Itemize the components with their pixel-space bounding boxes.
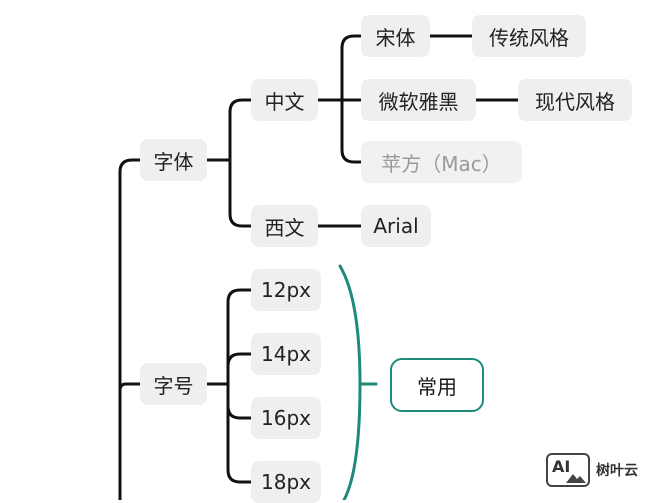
logo-name: 树叶云 [596, 463, 638, 479]
connector-font-western [228, 158, 253, 228]
connector-size-14 [226, 352, 253, 368]
node-size-16[interactable]: 16px [251, 397, 321, 439]
logo-brand: AI [552, 457, 571, 476]
connector-chinese-pingfang [340, 98, 363, 164]
node-songti[interactable]: 宋体 [361, 15, 430, 57]
node-yahei[interactable]: 微软雅黑 [361, 79, 476, 121]
node-modern-style[interactable]: 现代风格 [518, 79, 632, 121]
node-size-18[interactable]: 18px [251, 461, 321, 503]
connector-size-12 [226, 288, 253, 386]
watermark-logo: AI 树叶云 [546, 453, 638, 487]
node-size-12[interactable]: 12px [251, 269, 321, 311]
node-font-size[interactable]: 字号 [140, 363, 207, 405]
node-size-14[interactable]: 14px [251, 333, 321, 375]
connector-root-size [118, 382, 142, 392]
connector-chinese-songti [340, 34, 363, 102]
ai-logo-icon: AI [546, 453, 590, 487]
node-chinese[interactable]: 中文 [251, 79, 318, 121]
connector-root-font [118, 158, 142, 500]
mountain-icon [566, 474, 586, 483]
group-brace [338, 264, 362, 500]
node-western[interactable]: 西文 [251, 205, 318, 247]
node-arial[interactable]: Arial [361, 205, 431, 247]
node-common[interactable]: 常用 [390, 358, 484, 412]
connector-size-18 [226, 404, 253, 484]
node-pingfang[interactable]: 苹方（Mac） [361, 141, 522, 183]
connector-font-chinese [228, 98, 253, 162]
node-traditional-style[interactable]: 传统风格 [472, 15, 586, 57]
connector-size-16 [226, 382, 253, 420]
node-font[interactable]: 字体 [140, 139, 207, 181]
